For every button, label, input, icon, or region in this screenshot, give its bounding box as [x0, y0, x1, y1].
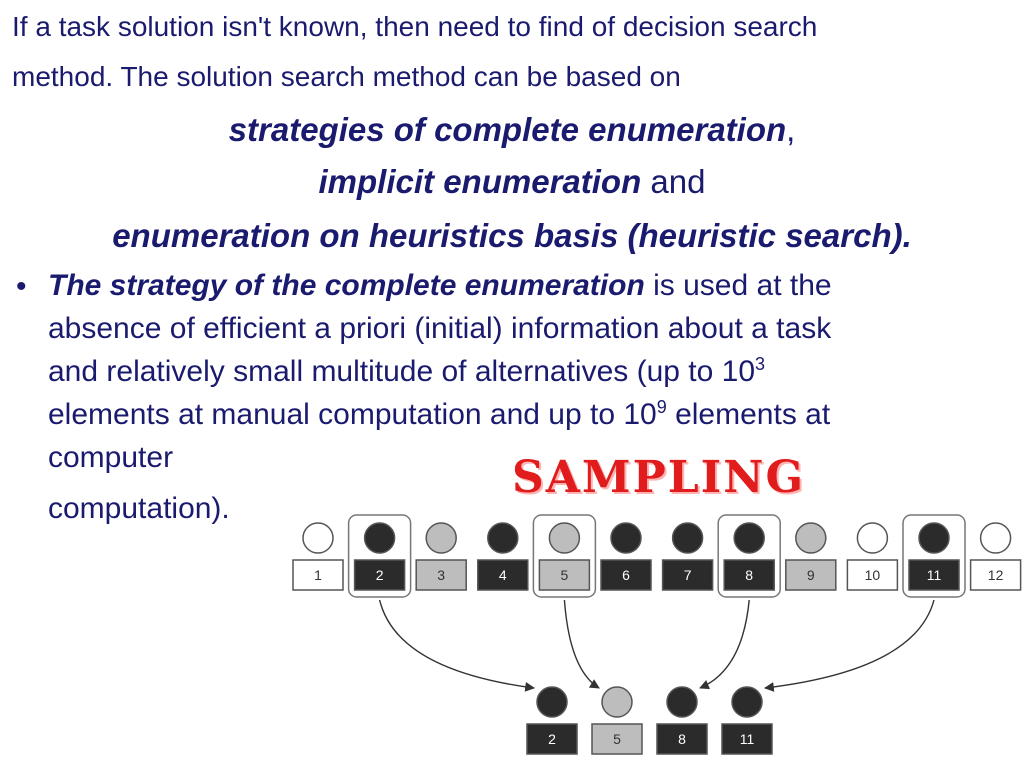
strategy-implicit-enumeration-suffix: and [641, 163, 706, 200]
bullet-line-2: absence of efficient a priori (initial) … [48, 312, 832, 345]
person-head-10 [856, 522, 889, 554]
selection-frame-11 [902, 514, 966, 598]
sampling-arrow-2 [378, 599, 535, 692]
person-head-6 [610, 522, 642, 554]
person-head-7 [671, 522, 704, 554]
person-body-9 [785, 559, 837, 591]
person-label-10: 10 [865, 567, 881, 583]
bullet-line-5: computer [48, 441, 174, 474]
person-body-1 [292, 559, 344, 591]
person-head-11 [918, 522, 950, 554]
person-label-5: 5 [561, 567, 569, 583]
strategy-implicit-enumeration-text: implicit enumeration [318, 163, 642, 200]
bullet-line-6: computation). [48, 492, 230, 525]
sample-body-8 [656, 723, 708, 755]
strategy-complete-enumeration: strategies of complete enumeration, [0, 113, 1024, 146]
person-head-2 [363, 522, 396, 554]
person-body-10 [846, 559, 899, 591]
person-label-11: 11 [927, 567, 942, 583]
arrows-group [378, 599, 935, 692]
intro-line-1: If a task solution isn't known, then nee… [12, 11, 818, 42]
sample-head-11 [731, 686, 763, 718]
sampling-arrow-11 [764, 599, 935, 692]
person-label-8: 8 [745, 567, 753, 583]
sampling-arrow-8 [699, 599, 750, 690]
bullet-line-4-text-a: elements at manual computation and up to… [48, 398, 657, 431]
person-label-1: 1 [314, 567, 322, 583]
person-head-8 [733, 522, 765, 554]
selection-frame-5 [532, 514, 597, 598]
superscript-3: 3 [755, 354, 766, 374]
person-body-5 [538, 559, 591, 591]
bullet-line-3: and relatively small multitude of altern… [48, 354, 766, 388]
strategy-heuristic-search: enumeration on heuristics basis (heurist… [112, 217, 912, 254]
sample-label-5: 5 [613, 731, 621, 747]
sample-body-5 [591, 723, 643, 755]
person-body-7 [661, 559, 714, 591]
sample-label-11: 11 [740, 731, 755, 747]
intro-line-2: method. The solution search method can b… [12, 61, 681, 92]
bullet-line-3-text: and relatively small multitude of altern… [48, 355, 756, 388]
person-body-8 [723, 559, 775, 591]
sample-label-8: 8 [678, 731, 686, 747]
strategy-complete-enumeration-suffix: , [786, 111, 796, 148]
sample-group: 2 5 8 11 [526, 686, 773, 755]
person-head-5 [548, 522, 581, 554]
strategy-complete-enumeration-text: strategies of complete enumeration [228, 111, 787, 148]
person-head-3 [425, 522, 457, 554]
person-label-2: 2 [376, 567, 384, 583]
person-body-6 [600, 559, 652, 591]
person-head-12 [979, 522, 1012, 554]
person-label-3: 3 [437, 567, 445, 583]
person-label-9: 9 [807, 567, 815, 583]
person-body-2 [353, 559, 406, 591]
selection-frame-2 [347, 514, 412, 598]
selection-frame-8 [717, 514, 781, 598]
sampling-title: SAMPLING [512, 452, 806, 503]
bullet-line-1: The strategy of the complete enumeration… [48, 271, 832, 301]
person-label-12: 12 [988, 567, 1004, 583]
sample-head-2 [536, 686, 568, 718]
person-label-6: 6 [622, 567, 630, 583]
person-head-9 [795, 522, 827, 554]
bullet-marker: • [16, 270, 27, 303]
person-label-4: 4 [499, 567, 507, 583]
bullet-line-4: elements at manual computation and up to… [48, 397, 831, 431]
person-label-7: 7 [684, 567, 692, 583]
bullet-line-4-text-b: elements at [666, 398, 831, 431]
sample-head-5 [601, 686, 633, 718]
sample-head-8 [666, 686, 698, 718]
bullet-emphasis: The strategy of the complete enumeration [48, 269, 645, 302]
sampling-arrow-5 [563, 599, 600, 689]
bullet-line-1-rest: is used at the [644, 269, 832, 302]
person-head-4 [487, 522, 519, 554]
person-body-12 [969, 559, 1022, 591]
superscript-9: 9 [656, 397, 667, 417]
sample-body-2 [526, 723, 578, 755]
person-body-4 [477, 559, 529, 591]
sample-label-2: 2 [548, 731, 556, 747]
strategy-implicit-enumeration: implicit enumeration and [0, 165, 1024, 198]
person-body-11 [908, 559, 960, 591]
person-body-3 [415, 559, 467, 591]
person-head-1 [302, 522, 334, 554]
sample-body-11 [721, 723, 773, 755]
